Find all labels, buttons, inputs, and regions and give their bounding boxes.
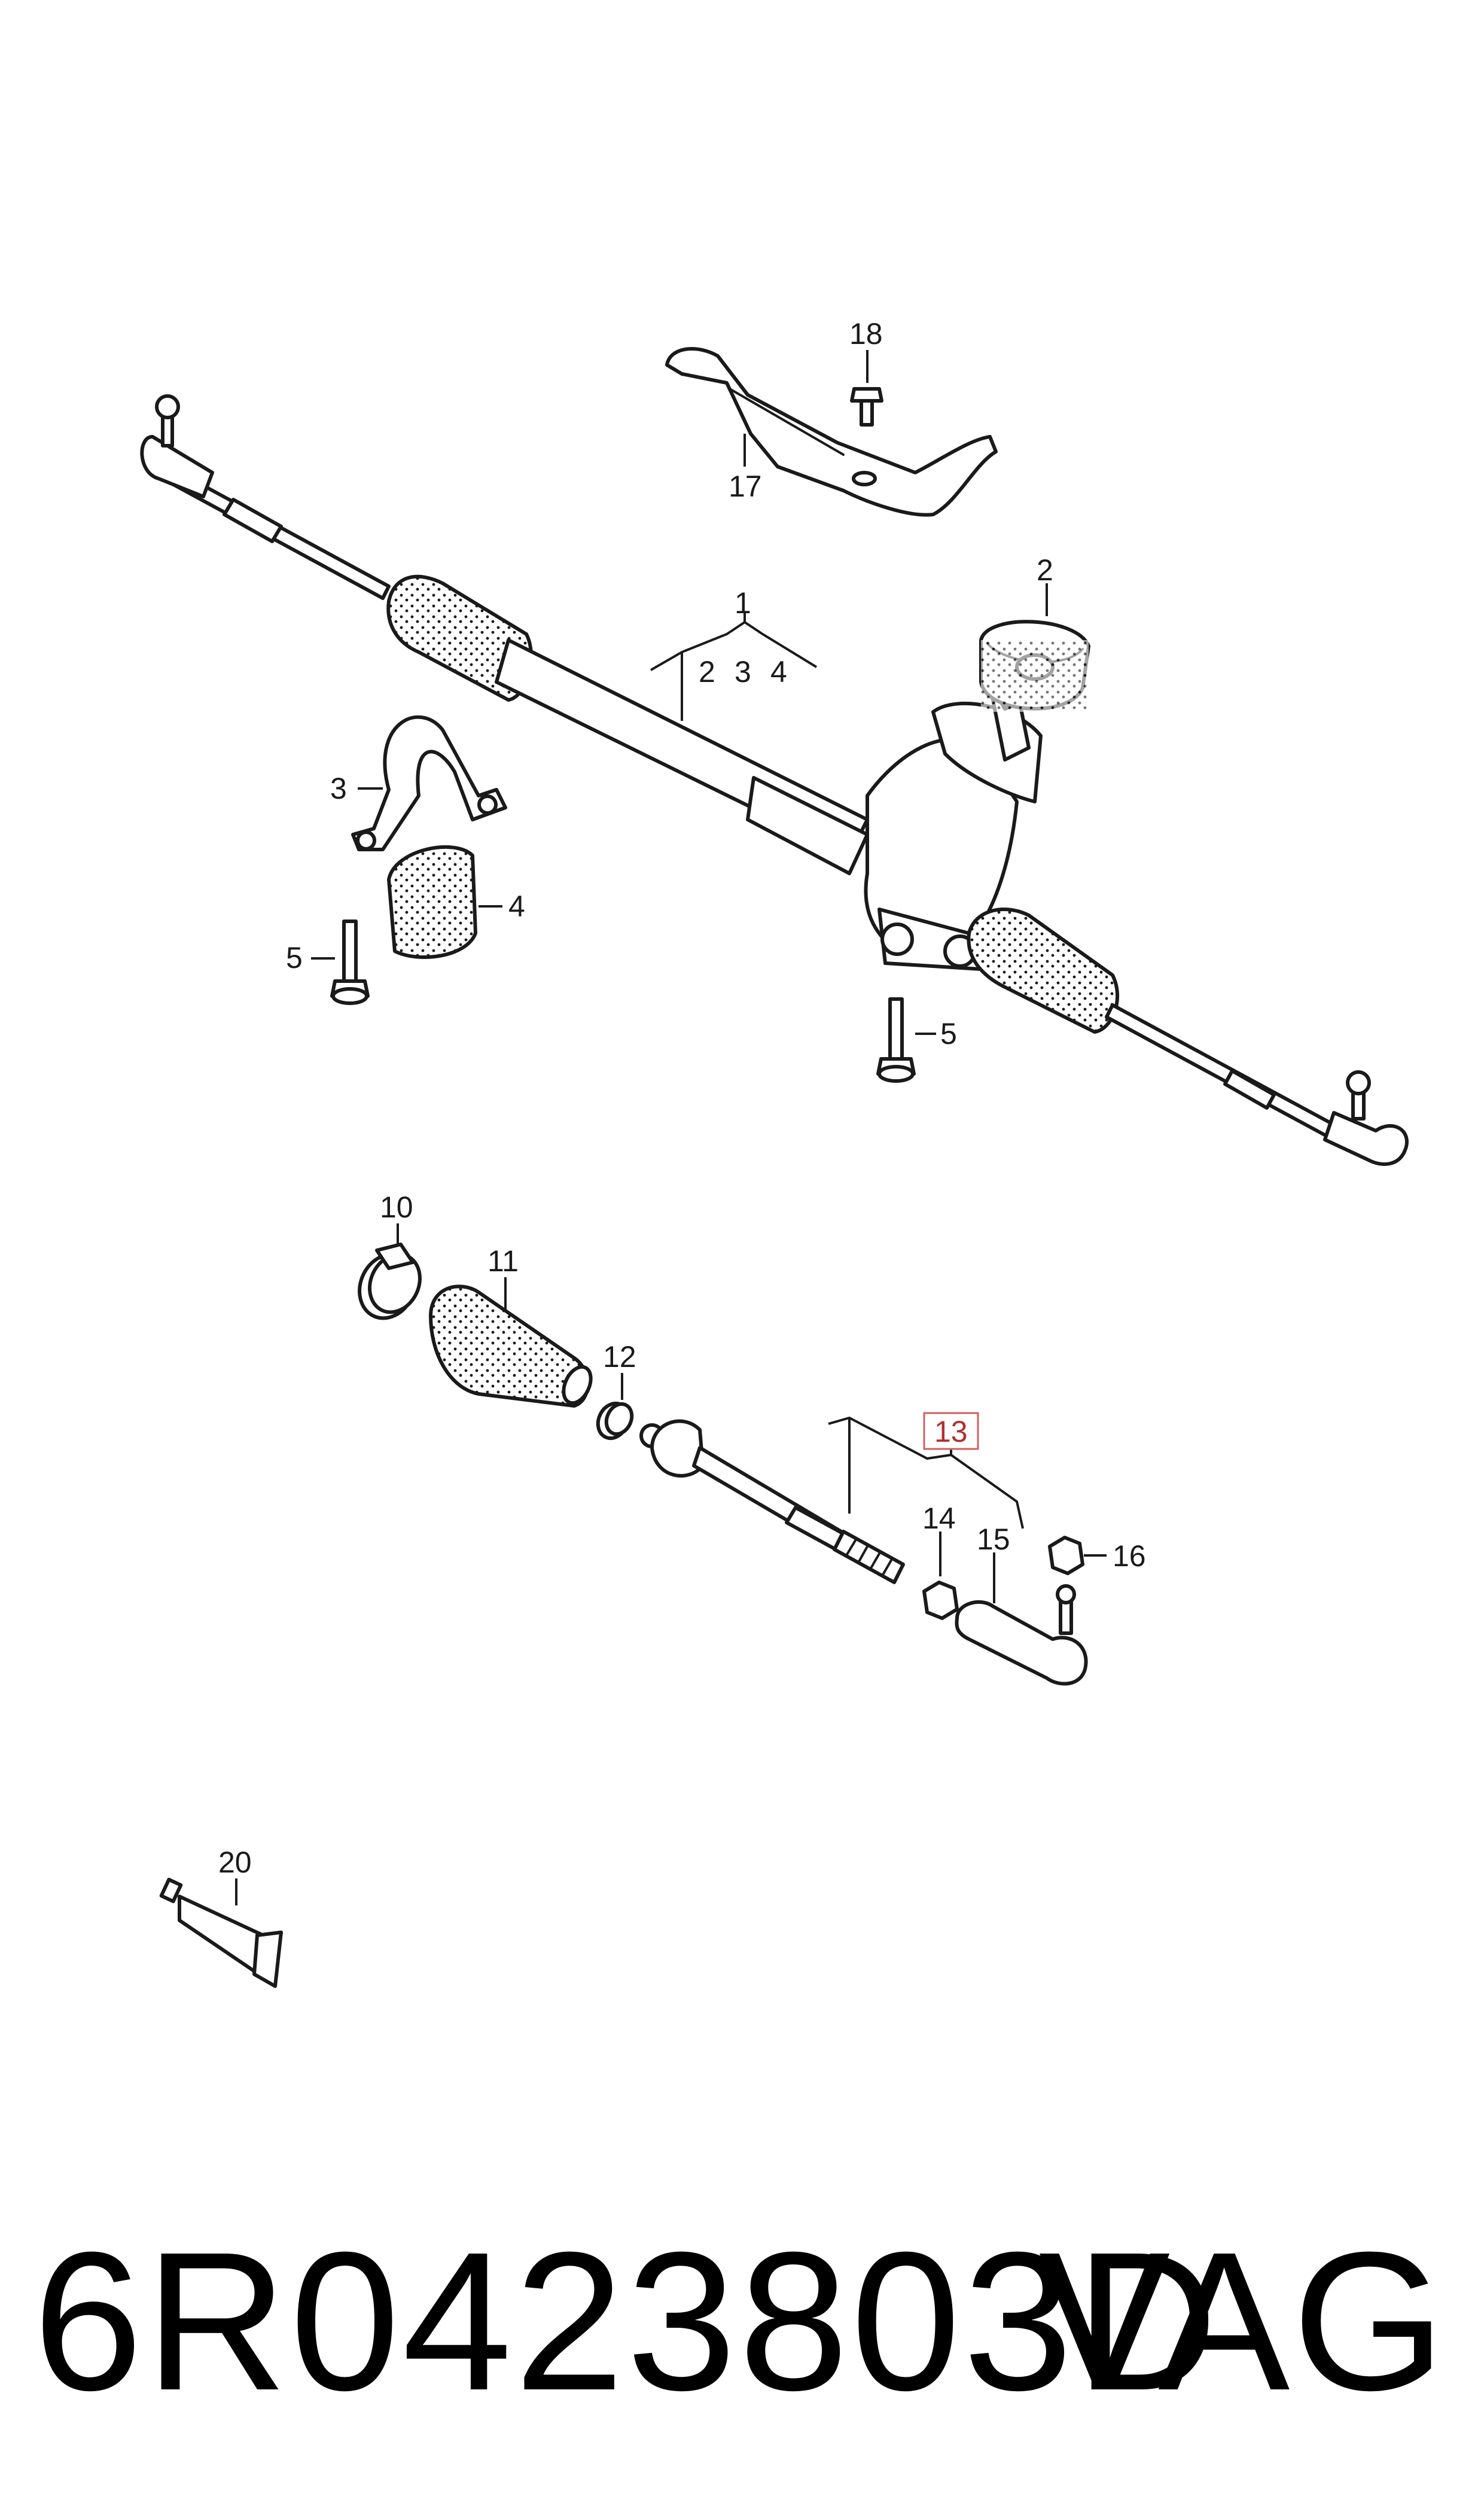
part-4-rubber-mount [387,845,477,959]
callout-20: 20 [218,1846,252,1879]
part-16-nut [1048,1536,1084,1575]
brand-label: VAG [1038,2211,1448,2431]
callout-5-left: 5 [286,941,303,975]
callout-14: 14 [922,1502,956,1535]
footer: 6R0423803D VAG [0,2208,1484,2459]
callout-1-sub-3: 3 [735,655,751,689]
callout-1: 1 [735,586,751,620]
callout-13-highlight-box [923,1412,979,1450]
callout-17: 17 [729,470,762,503]
callout-1-sub-2: 2 [699,655,715,689]
callout-11: 11 [487,1244,519,1278]
callout-1-sub-4: 4 [770,655,787,689]
part-18-bolt [850,387,883,427]
part-20-grease-tube [159,1877,283,1988]
callout-10: 10 [380,1191,413,1224]
callout-15: 15 [977,1523,1010,1556]
callout-18: 18 [849,317,883,351]
part-15-tie-rod-end [955,1584,1088,1686]
part-17-bracket [665,347,998,517]
callout-13: 13 [934,1415,968,1448]
callout-2: 2 [1037,553,1053,587]
callout-4: 4 [508,890,525,923]
part-12-small-clamp [596,1401,634,1441]
part-number: 6R0423803D [33,2211,1220,2431]
part-3-clamp [351,715,507,851]
part-5-bolt-left [330,919,370,1005]
callout-5-right: 5 [940,1017,957,1051]
part-2-grommet [979,620,1090,712]
part-5-bolt-right [876,997,916,1083]
callout-12: 12 [603,1340,636,1374]
callout-16: 16 [1113,1539,1146,1573]
part-10-clamp-ring [358,1243,422,1320]
inner-tie-rod [639,1419,905,1584]
part-14-nut [922,1581,959,1620]
steering-rack-assembly [140,394,1409,1166]
part-11-bellows [429,1284,593,1408]
callout-3: 3 [330,772,347,805]
